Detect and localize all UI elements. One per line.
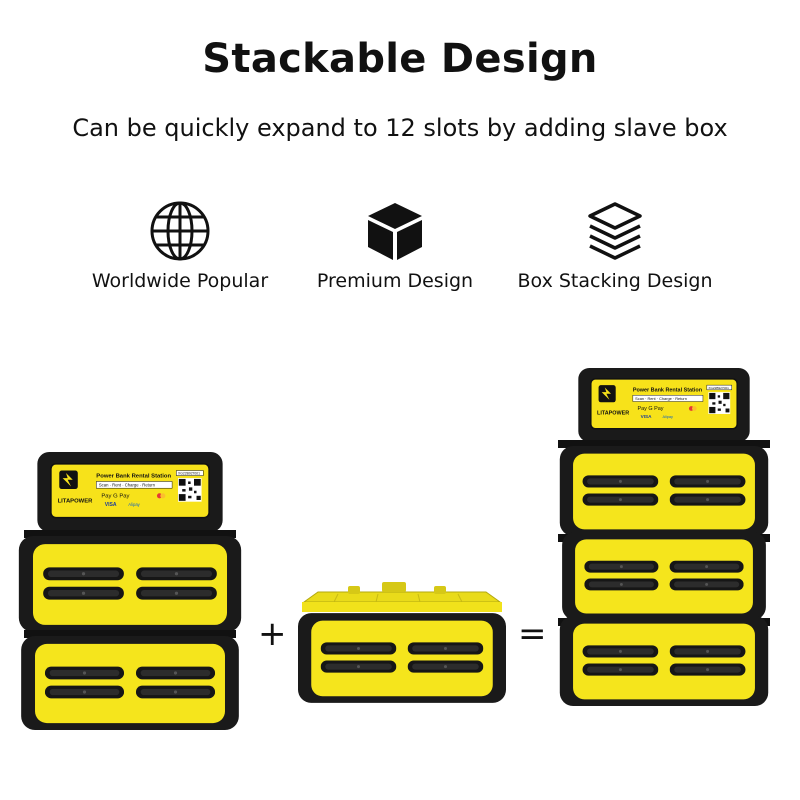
equals-sign: =: [518, 614, 547, 654]
plus-sign: +: [258, 614, 287, 654]
slave-box: [298, 578, 506, 711]
feature-stacking: Box Stacking Design: [505, 198, 725, 292]
expanded-station: [552, 368, 776, 711]
page-title: Stackable Design: [202, 36, 598, 82]
feature-worldwide: Worldwide Popular: [70, 198, 290, 292]
cube-icon: [285, 198, 505, 264]
feature-label: Box Stacking Design: [517, 270, 713, 292]
globe-icon: [70, 198, 290, 264]
feature-premium: Premium Design: [285, 198, 505, 292]
master-station: [18, 452, 242, 735]
feature-label: Worldwide Popular: [91, 270, 269, 292]
layers-icon: [505, 198, 725, 264]
page-subtitle: Can be quickly expand to 12 slots by add…: [72, 114, 728, 142]
feature-label: Premium Design: [316, 270, 474, 292]
